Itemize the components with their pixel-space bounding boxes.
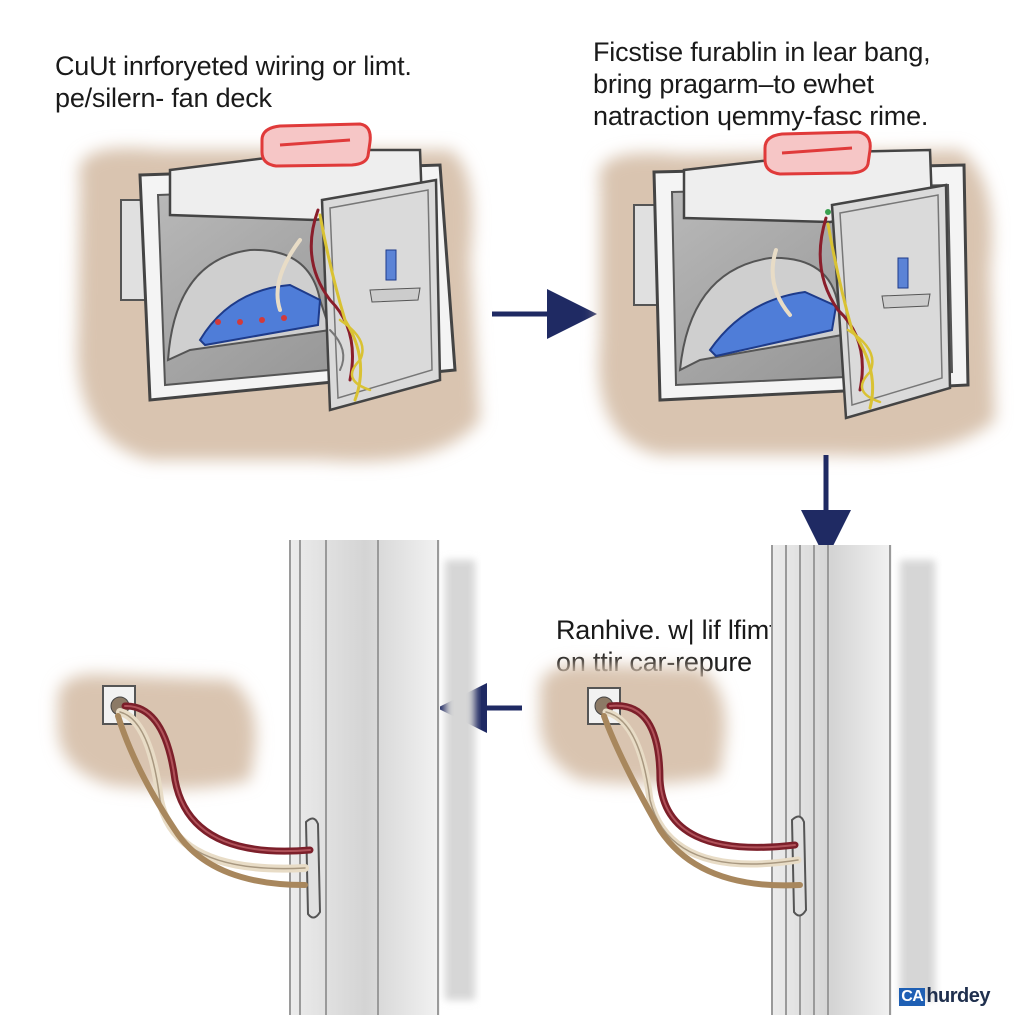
red-cover-plate bbox=[260, 122, 372, 168]
wall-wiring-left bbox=[58, 540, 475, 1015]
step2-caption: Ficstise furablin in lear bang, bring pr… bbox=[593, 36, 931, 132]
fan-housing-step1 bbox=[77, 122, 480, 462]
door-hinge bbox=[790, 815, 808, 917]
brand-name: hurdey bbox=[926, 985, 990, 1007]
wall-column bbox=[772, 545, 892, 1015]
fan-blade bbox=[198, 283, 322, 347]
step1-caption: CuUt inrforyeted wiring or limt. pe/sile… bbox=[55, 50, 412, 114]
brand-mark: CA bbox=[899, 988, 926, 1006]
step2-caption-line3: natraction ɥemmy-fasc rime. bbox=[593, 101, 929, 131]
wire-bundle bbox=[770, 209, 882, 410]
fan-housing-step2 bbox=[598, 130, 995, 456]
blue-capacitor bbox=[385, 249, 397, 281]
wall-stain bbox=[540, 664, 726, 784]
step1-caption-line2: pe/silern- fan deck bbox=[55, 83, 272, 113]
cable-bundle bbox=[115, 702, 314, 888]
step2-caption-line2: bring pragarm–to ewhet bbox=[593, 69, 874, 99]
door-hinge bbox=[304, 817, 322, 919]
wall-column bbox=[290, 540, 440, 1015]
cable-bundle bbox=[601, 702, 803, 889]
step1-caption-line1: CuUt inrforyeted wiring or limt. bbox=[55, 51, 412, 81]
wire-bundle bbox=[275, 208, 372, 402]
blade-screws bbox=[215, 315, 287, 325]
red-cover-plate bbox=[763, 130, 872, 176]
blue-capacitor bbox=[897, 257, 909, 289]
wall-wiring-right bbox=[540, 545, 935, 1015]
step2-caption-line1: Ficstise furablin in lear bang, bbox=[593, 37, 931, 67]
fan-blade bbox=[708, 290, 838, 358]
step3-caption-line1: Ranhive. w| lif lfimt bbox=[556, 615, 777, 645]
